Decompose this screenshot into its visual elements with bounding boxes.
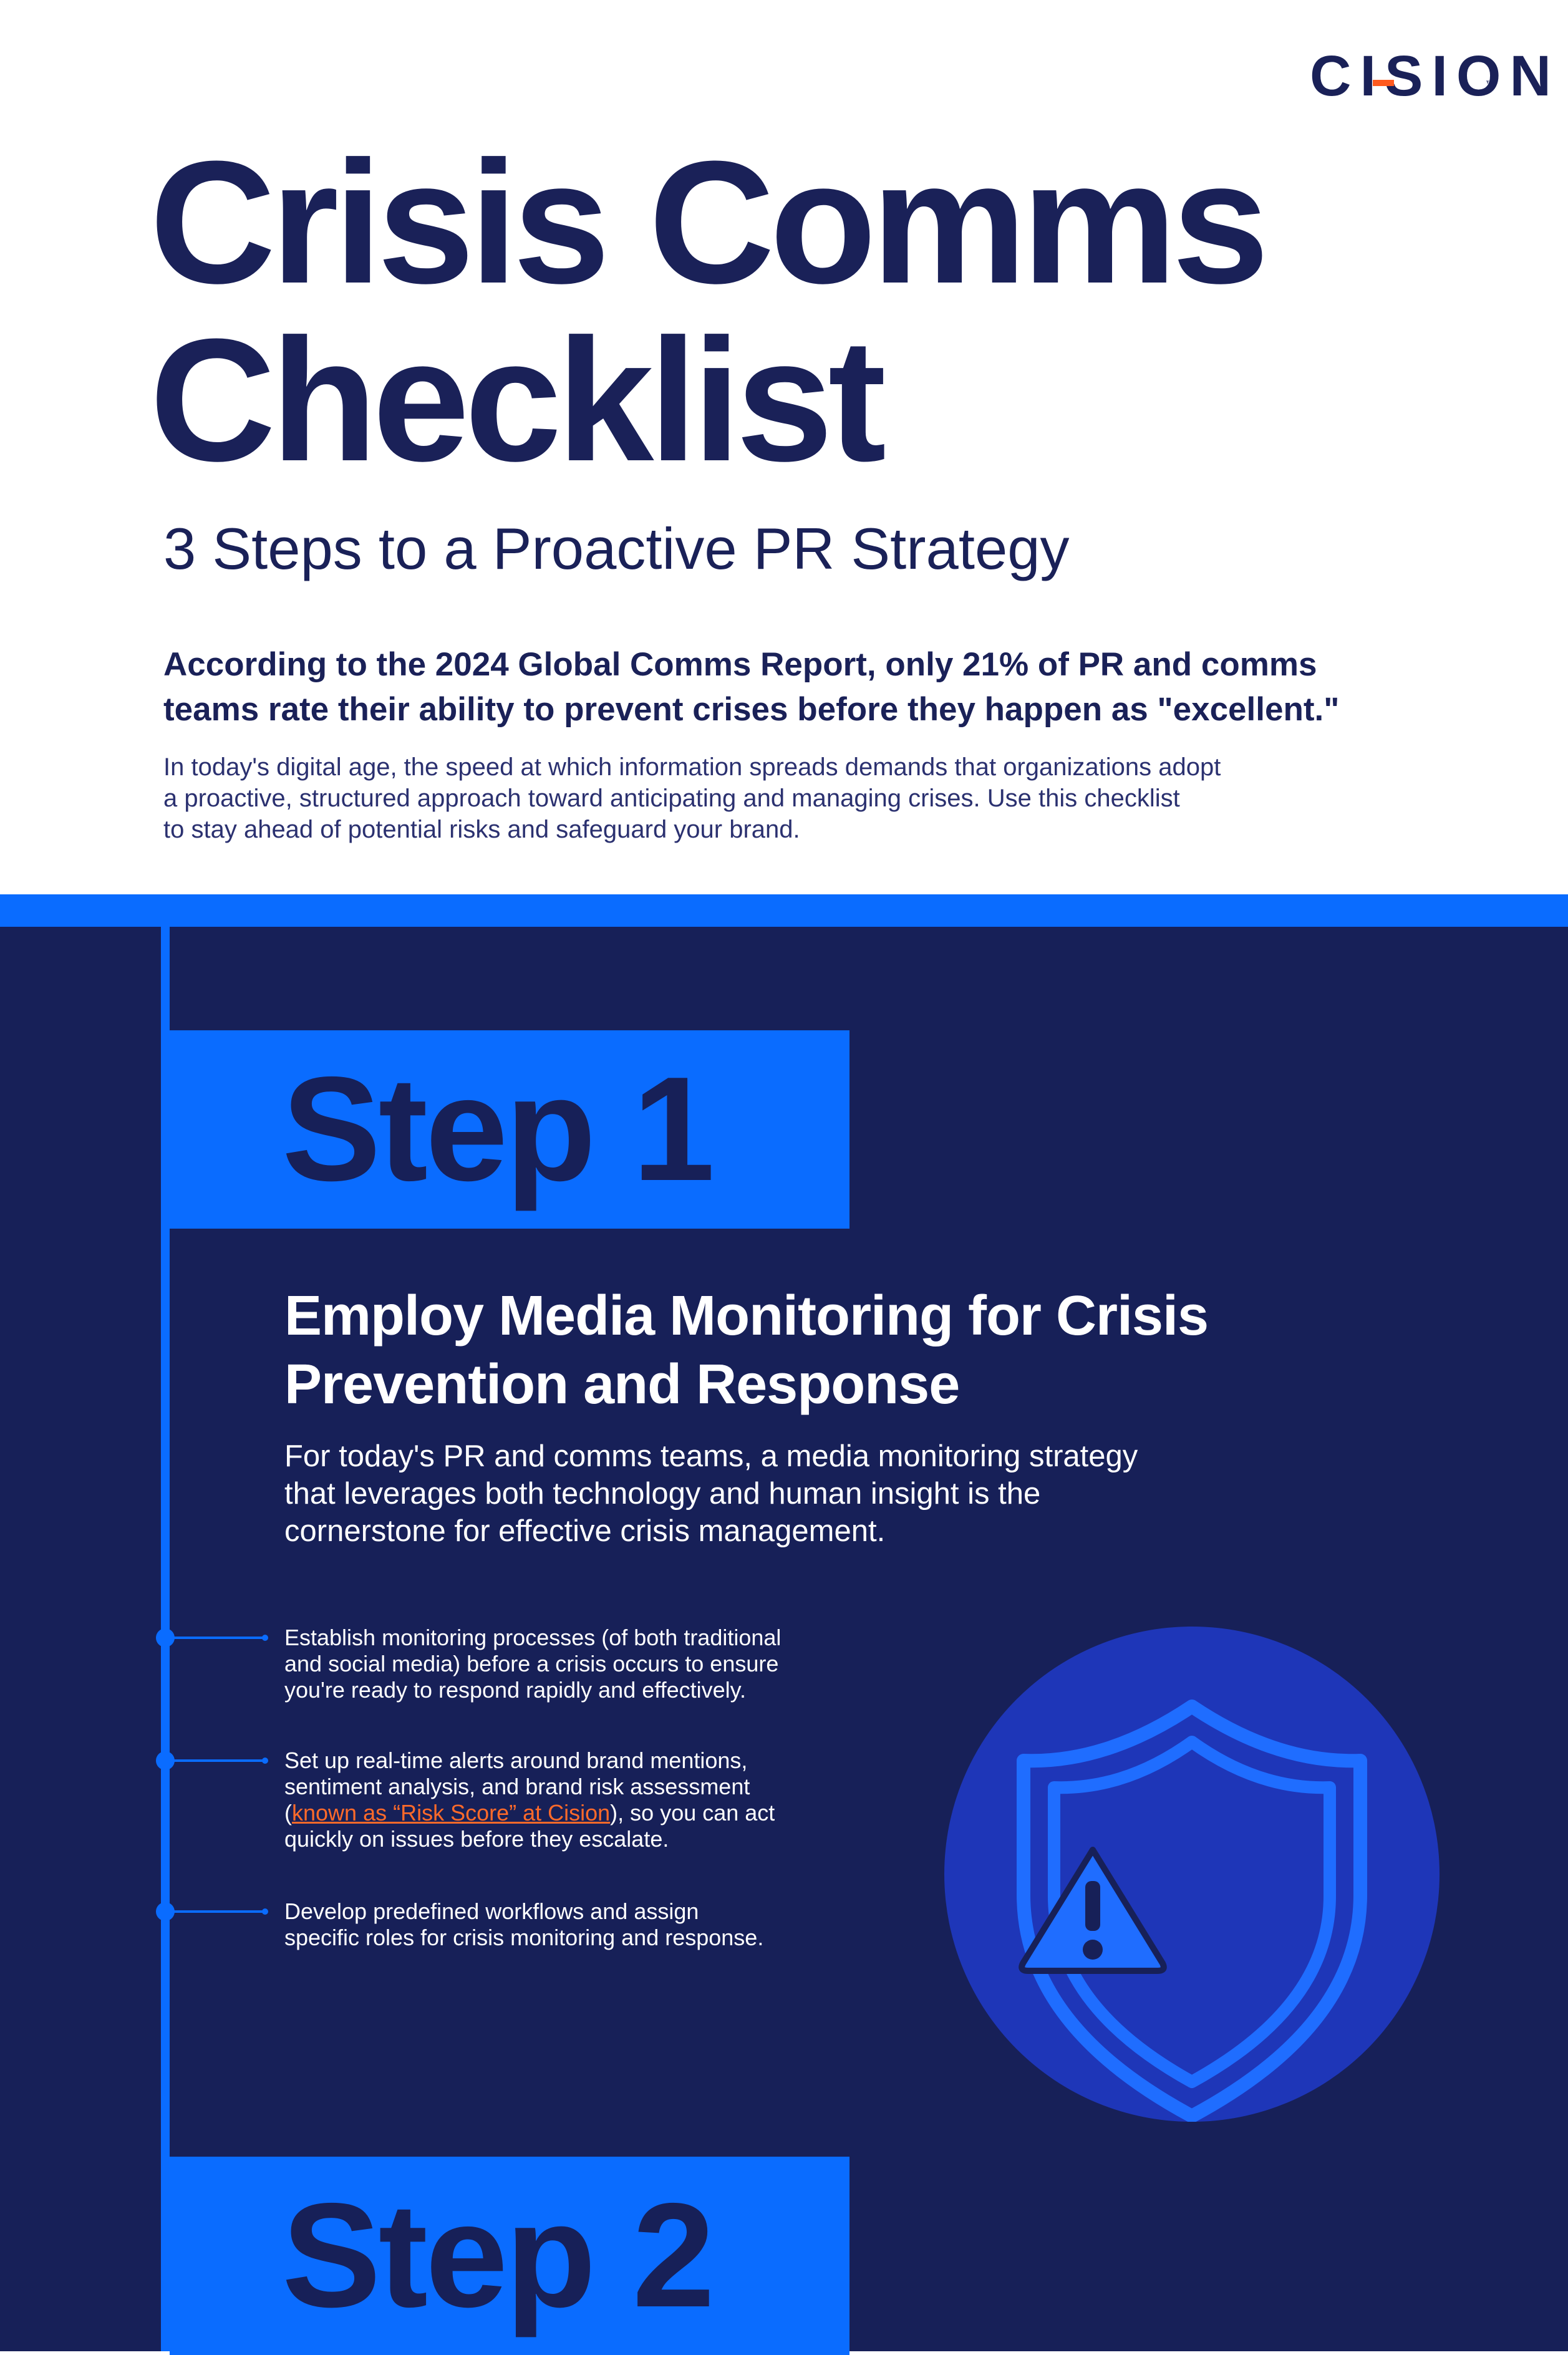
lead-line-2: teams rate their ability to prevent cris… [163,691,1340,728]
bullet-text: ), so you can act [610,1800,775,1825]
bullet-dot [262,1908,268,1915]
intro-line-2: a proactive, structured approach toward … [163,785,1180,812]
step-1-desc-line-1: For today's PR and comms teams, a media … [284,1439,1138,1473]
risk-score-link[interactable]: known as “Risk Score” at Cision [292,1800,611,1825]
page-subtitle: 3 Steps to a Proactive PR Strategy [163,516,1070,581]
bullet-line: Establish monitoring processes (of both … [284,1625,782,1650]
step-2-label-box: Step 2 [170,2157,849,2355]
bullet-connector [170,1759,266,1762]
intro-line-1: In today's digital age, the speed at whi… [163,753,1221,781]
shield-warning-icon [1017,1700,1367,2122]
bullet-text: ( [284,1800,292,1825]
step-2-label: Step 2 [282,2173,715,2338]
page-title: Crisis Comms Checklist [150,134,1459,490]
bullet-line: Set up real-time alerts around brand men… [284,1748,748,1773]
intro-paragraph: In today's digital age, the speed at whi… [163,752,1348,845]
lead-paragraph: According to the 2024 Global Comms Repor… [163,642,1442,732]
logo-trademark: ™ [1486,79,1494,89]
step-1-heading-line-1: Employ Media Monitoring for Crisis [284,1285,1209,1347]
section-divider-stripe [0,894,1568,927]
bullet-dot [262,1758,268,1764]
logo-accent-bar [1373,80,1394,86]
bullet-connector [170,1910,266,1913]
step-1-bullet-3: Develop predefined workflows and assign … [284,1898,846,1951]
bullet-line: you're ready to respond rapidly and effe… [284,1677,746,1703]
bullet-line-with-link: (known as “Risk Score” at Cision), so yo… [284,1800,846,1826]
step-1-desc-line-3: cornerstone for effective crisis managem… [284,1514,886,1548]
bullet-connector [170,1637,266,1639]
step-1-heading-line-2: Prevention and Response [284,1353,960,1416]
cision-logo[interactable]: CISION ™ [1310,45,1551,107]
bullet-line: specific roles for crisis monitoring and… [284,1925,764,1950]
logo-text: CISION [1310,44,1560,108]
bullet-line: and social media) before a crisis occurs… [284,1651,779,1676]
step-1-desc-line-2: that leverages both technology and human… [284,1477,1041,1511]
title-line-2: Checklist [150,303,886,498]
bullet-line: quickly on issues before they escalate. [284,1826,669,1852]
step-1-bullet-2: Set up real-time alerts around brand men… [284,1748,846,1852]
intro-line-3: to stay ahead of potential risks and saf… [163,816,800,843]
step-1-label: Step 1 [282,1047,715,1212]
lead-line-1: According to the 2024 Global Comms Repor… [163,646,1317,683]
bullet-line: sentiment analysis, and brand risk asses… [284,1774,750,1799]
step-1-heading: Employ Media Monitoring for Crisis Preve… [284,1282,1345,1419]
bullet-dot [262,1635,268,1641]
bullet-line: Develop predefined workflows and assign [284,1898,699,1924]
step-1-label-box: Step 1 [170,1030,849,1229]
step-1-bullet-1: Establish monitoring processes (of both … [284,1625,846,1703]
title-line-1: Crisis Comms [150,125,1269,320]
step-1-description: For today's PR and comms teams, a media … [284,1438,1257,1550]
